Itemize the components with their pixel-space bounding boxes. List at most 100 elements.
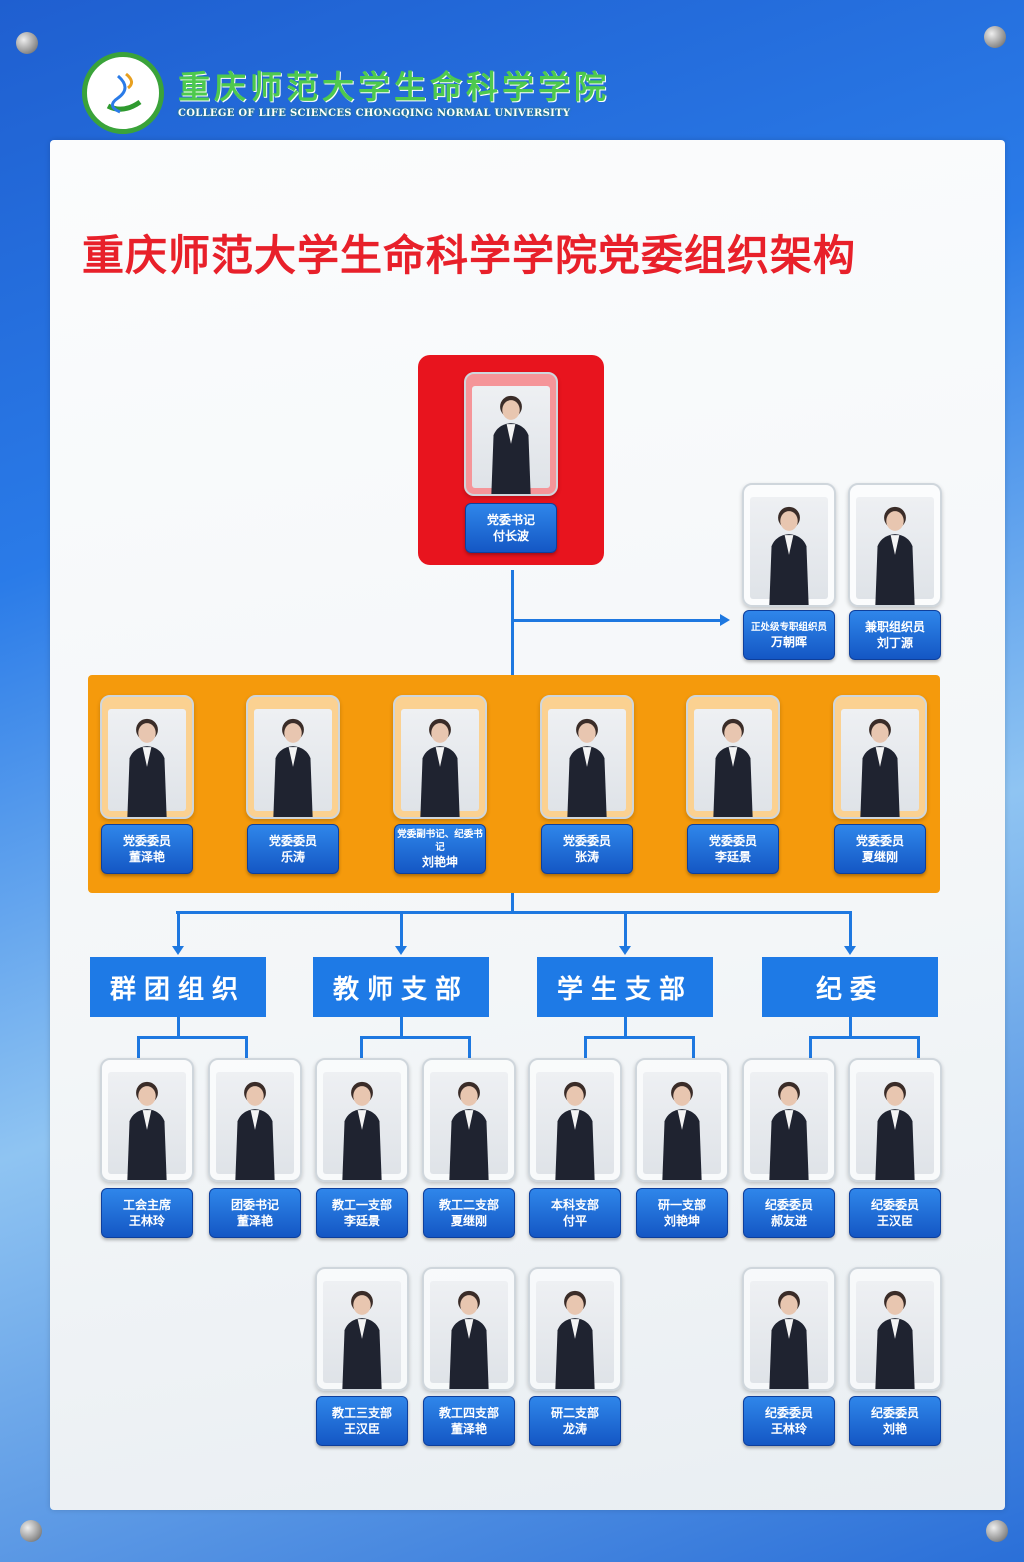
committee-band — [88, 675, 940, 893]
member-name: 刘艳坤 — [421, 855, 458, 869]
member-role: 兼职组织员 — [864, 620, 925, 634]
member-name: 万朝晖 — [770, 634, 807, 649]
member-role: 党委委员 — [708, 834, 757, 848]
portrait-photo — [464, 372, 558, 496]
portrait-photo — [393, 695, 487, 819]
member-name: 刘艳坤 — [663, 1214, 700, 1228]
group-header: 纪委 — [762, 957, 938, 1017]
connector — [245, 1036, 248, 1058]
arrow-down-icon — [844, 946, 856, 955]
member-name: 董泽艳 — [128, 850, 165, 864]
connector — [511, 893, 514, 913]
connector — [400, 1017, 403, 1037]
connector — [692, 1036, 695, 1058]
member-role: 党委副书记、纪委书记 — [397, 829, 483, 853]
connector — [624, 1017, 627, 1037]
arrow-right-icon — [720, 614, 730, 626]
portrait-photo — [833, 695, 927, 819]
member-label: 纪委委员王汉臣 — [849, 1188, 941, 1238]
member-role: 教工二支部 — [438, 1198, 499, 1212]
member-role: 党委委员 — [268, 834, 317, 848]
connector — [137, 1036, 247, 1039]
connector — [849, 1017, 852, 1037]
connector — [584, 1036, 694, 1039]
connector — [849, 912, 852, 948]
member-role: 纪委委员 — [870, 1198, 919, 1212]
member-label: 教工二支部夏继刚 — [423, 1188, 515, 1238]
member-role: 本科支部 — [550, 1198, 599, 1212]
college-name-cn: 重庆师范大学生命科学学院 — [178, 68, 611, 106]
connector — [360, 1036, 363, 1058]
member-name: 乐涛 — [280, 850, 305, 864]
portrait-photo — [100, 1058, 194, 1182]
portrait-photo — [742, 1058, 836, 1182]
member-role: 团委书记 — [230, 1198, 279, 1212]
member-label: 纪委委员刘艳 — [849, 1396, 941, 1446]
connector — [584, 1036, 587, 1058]
connector — [809, 1036, 812, 1058]
member-name: 刘丁源 — [876, 636, 913, 650]
portrait-photo — [848, 1267, 942, 1391]
group-header: 学生支部 — [537, 957, 713, 1017]
connector — [137, 1036, 140, 1058]
connector — [809, 1036, 919, 1039]
college-name-en: COLLEGE OF LIFE SCIENCES CHONGQING NORMA… — [178, 108, 571, 119]
member-label: 党委副书记、纪委书记刘艳坤 — [394, 824, 486, 874]
connector — [624, 912, 627, 948]
member-name: 董泽艳 — [450, 1422, 487, 1436]
member-name: 张涛 — [574, 850, 599, 864]
member-label: 党委委员李廷景 — [687, 824, 779, 874]
member-name: 夏继刚 — [450, 1214, 487, 1228]
member-name: 郝友进 — [770, 1214, 807, 1228]
member-name: 王汉臣 — [343, 1422, 380, 1436]
member-label: 纪委委员王林玲 — [743, 1396, 835, 1446]
member-role: 研一支部 — [657, 1198, 706, 1212]
member-label: 党委书记付长波 — [465, 503, 557, 553]
portrait-photo — [848, 1058, 942, 1182]
member-name: 付平 — [562, 1214, 587, 1228]
member-role: 党委委员 — [122, 834, 171, 848]
portrait-photo — [422, 1267, 516, 1391]
member-label: 本科支部付平 — [529, 1188, 621, 1238]
screw — [16, 32, 38, 54]
connector — [177, 1017, 180, 1037]
member-role: 教工一支部 — [331, 1198, 392, 1212]
member-role: 工会主席 — [122, 1198, 171, 1212]
member-role: 党委书记 — [486, 513, 535, 527]
member-role: 纪委委员 — [764, 1406, 813, 1420]
member-name: 王汉臣 — [876, 1214, 913, 1228]
member-label: 正处级专职组织员万朝晖 — [743, 610, 835, 660]
member-label: 工会主席王林玲 — [101, 1188, 193, 1238]
member-role: 党委委员 — [855, 834, 904, 848]
member-name: 李廷景 — [714, 850, 751, 864]
portrait-photo — [208, 1058, 302, 1182]
member-name: 董泽艳 — [236, 1214, 273, 1228]
connector — [917, 1036, 920, 1058]
portrait-photo — [848, 483, 942, 607]
member-label: 纪委委员郝友进 — [743, 1188, 835, 1238]
portrait-photo — [422, 1058, 516, 1182]
portrait-photo — [540, 695, 634, 819]
member-label: 研二支部龙涛 — [529, 1396, 621, 1446]
member-label: 教工四支部董泽艳 — [423, 1396, 515, 1446]
portrait-photo — [742, 483, 836, 607]
member-label: 研一支部刘艳坤 — [636, 1188, 728, 1238]
arrow-down-icon — [619, 946, 631, 955]
connector — [177, 912, 180, 948]
connector — [512, 619, 722, 622]
member-label: 党委委员夏继刚 — [834, 824, 926, 874]
screw — [986, 1520, 1008, 1542]
screw — [20, 1520, 42, 1542]
screw — [984, 26, 1006, 48]
portrait-photo — [742, 1267, 836, 1391]
member-role: 党委委员 — [562, 834, 611, 848]
member-label: 党委委员张涛 — [541, 824, 633, 874]
member-label: 兼职组织员刘丁源 — [849, 610, 941, 660]
arrow-down-icon — [172, 946, 184, 955]
connector — [400, 912, 403, 948]
member-role: 教工三支部 — [331, 1406, 392, 1420]
member-label: 教工一支部李廷景 — [316, 1188, 408, 1238]
member-name: 王林玲 — [128, 1214, 165, 1228]
arrow-down-icon — [395, 946, 407, 955]
member-label: 教工三支部王汉臣 — [316, 1396, 408, 1446]
